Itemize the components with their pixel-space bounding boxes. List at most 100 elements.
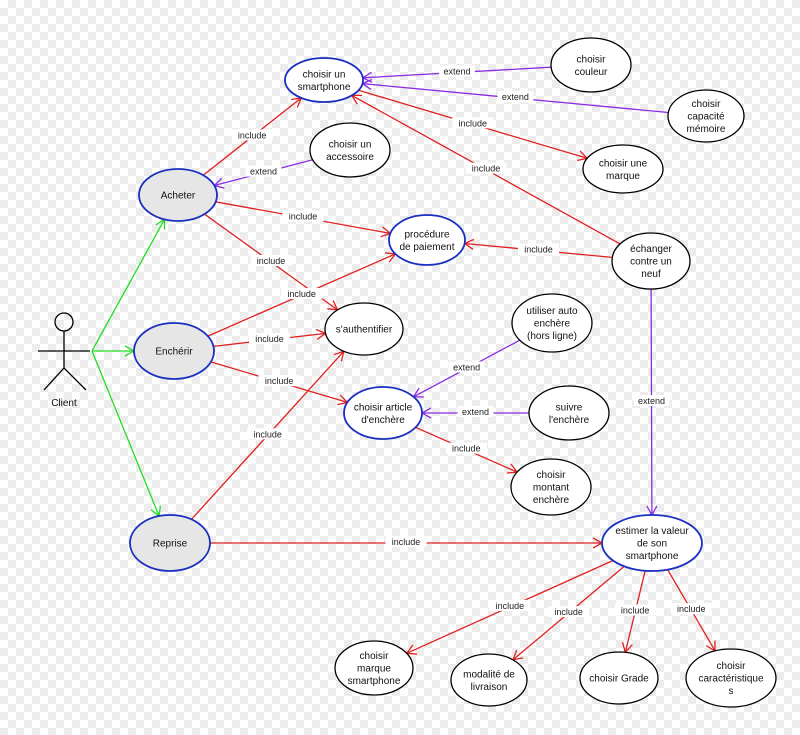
use-case-s-authentifier[interactable]: s'authentifier: [324, 302, 404, 356]
include-label-group: include: [548, 606, 590, 618]
extend-label-group: extend: [633, 395, 670, 406]
relation-label-background: [247, 428, 289, 440]
use-case-label-line: neuf: [641, 269, 661, 280]
include-label-group: include: [249, 332, 291, 344]
use-case-label-line: échanger: [630, 244, 672, 255]
actor-head: [54, 312, 74, 332]
use-case-label-line: marque: [606, 171, 640, 182]
extend-label: extend: [638, 396, 665, 406]
relation-label-background: [249, 332, 291, 344]
relation-label-background: [517, 243, 559, 255]
use-case-acheter[interactable]: Acheter: [138, 168, 218, 222]
use-case-label-line: (hors ligne): [527, 331, 577, 342]
use-case-label-line: de son: [637, 539, 667, 550]
include-label-group: include: [231, 129, 273, 141]
relation-label-background: [445, 442, 487, 454]
use-case-utiliser-auto-enchere[interactable]: utiliser auto enchère(hors ligne): [511, 293, 593, 353]
include-label: include: [289, 212, 318, 222]
extend-label-group: extend: [448, 361, 485, 373]
use-case-encherir[interactable]: Enchérir: [133, 322, 215, 380]
extend-label: extend: [462, 407, 489, 417]
include-label: include: [459, 118, 488, 128]
use-case-label-line: enchère: [533, 495, 570, 506]
use-case-ellipse: [133, 322, 215, 380]
use-case-label-line: contre un: [630, 257, 672, 268]
use-case-label-line: couleur: [575, 67, 608, 78]
relation-label-background: [281, 288, 323, 299]
association-relation-actor-to-acheter: [91, 218, 166, 352]
include-label: include: [287, 289, 316, 299]
actor-client[interactable]: Client: [38, 312, 90, 409]
use-case-label: utiliser auto enchère(hors ligne): [526, 306, 578, 342]
use-case-reprise[interactable]: Reprise: [129, 514, 211, 572]
use-case-choisir-article-d-enchere[interactable]: choisir article d'enchère: [343, 386, 423, 440]
association-relation-actor-to-reprise: [91, 350, 161, 518]
use-case-label-line: l'enchère: [549, 415, 590, 426]
use-case-label-line: livraison: [471, 682, 508, 693]
use-case-label-line: d'enchère: [361, 415, 405, 426]
use-case-ellipse: [334, 640, 414, 696]
relation-label-background: [670, 603, 712, 615]
use-case-ellipse: [450, 653, 528, 707]
use-case-label-line: montant: [533, 483, 569, 494]
include-label-group: include: [465, 162, 507, 174]
use-case-ellipse: [309, 122, 391, 178]
relation-label-background: [282, 210, 324, 222]
include-label: include: [472, 164, 501, 174]
use-case-label: s'authentifier: [336, 325, 393, 336]
relation-label-background: [250, 255, 292, 266]
use-case-label: Reprise: [153, 539, 188, 550]
use-case-label-line: estimer la valeur: [615, 526, 689, 537]
use-case-label-line: s: [729, 686, 734, 697]
use-case-label-line: procédure: [404, 229, 449, 240]
relation-label-background: [614, 604, 656, 616]
include-label-group: include: [282, 210, 324, 222]
include-label: include: [677, 604, 706, 614]
extend-label-group: extend: [497, 91, 534, 102]
use-case-label-line: utiliser auto: [526, 306, 578, 317]
use-case-label-line: modalité de: [463, 669, 515, 680]
extend-label: extend: [250, 167, 277, 177]
use-case-ellipse: [685, 648, 777, 708]
extend-label: extend: [453, 363, 480, 373]
use-case-label-line: choisir un: [303, 69, 346, 80]
use-case-ellipse: [138, 168, 218, 222]
use-case-ellipse: [667, 89, 745, 143]
include-label: include: [255, 334, 284, 344]
actor-left-leg: [43, 367, 65, 391]
use-case-label-line: choisir article: [354, 402, 413, 413]
use-case-label-line: capacité: [687, 112, 725, 123]
use-case-modalite-de-livraison[interactable]: modalité de livraison: [450, 653, 528, 707]
include-label: include: [452, 444, 481, 454]
include-label: include: [238, 131, 267, 141]
include-label-group: include: [281, 288, 323, 299]
include-label-group: include: [489, 599, 531, 611]
use-case-label-line: enchère: [534, 319, 571, 330]
extend-label-group: extend: [457, 406, 494, 417]
use-case-label: Enchérir: [155, 347, 193, 358]
use-case-label-line: choisir Grade: [589, 674, 649, 685]
include-label: include: [554, 607, 583, 617]
include-label-group: include: [452, 117, 494, 129]
include-label-group: include: [445, 442, 487, 454]
use-case-choisir-grade[interactable]: choisir Grade: [579, 651, 659, 705]
use-case-label-line: choisir un: [329, 139, 372, 150]
use-case-ellipse: [579, 651, 659, 705]
